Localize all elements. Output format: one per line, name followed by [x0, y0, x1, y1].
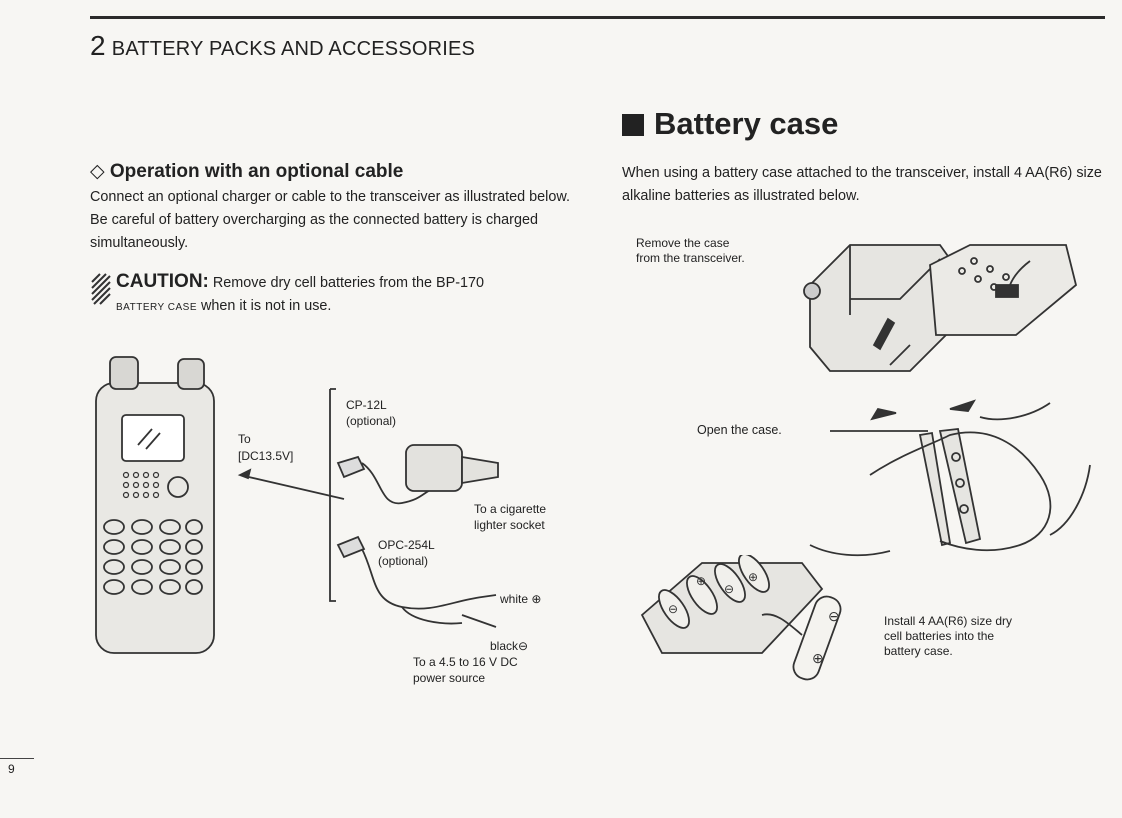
- step3-label: Install 4 AA(R6) size dry cell batteries…: [884, 614, 1012, 659]
- step3-line1: Install 4 AA(R6) size dry: [884, 614, 1013, 628]
- cigarette-label-2: lighter socket: [474, 518, 545, 532]
- page-number-rule: [0, 758, 34, 759]
- install-batteries-illustration: ⊖ ⊕ ⊖ ⊕ ⊖ ⊕: [640, 555, 842, 681]
- step2-label: Open the case.: [697, 423, 782, 437]
- battery-case-heading-text: Battery case: [654, 106, 839, 141]
- open-case-illustration: [809, 399, 1091, 557]
- battery-case-heading: Battery case: [622, 106, 838, 142]
- caution-hatch-icon: [91, 273, 111, 305]
- svg-text:⊖: ⊖: [724, 582, 734, 596]
- step1-line1: Remove the case: [636, 236, 730, 250]
- operation-body: Connect an optional charger or cable to …: [90, 189, 570, 251]
- to-label: To: [238, 432, 251, 446]
- svg-text:⊕: ⊕: [812, 650, 824, 666]
- dc-source-label-2: power source: [413, 671, 485, 685]
- caution-note: CAUTION: Remove dry cell batteries from …: [90, 270, 590, 319]
- step3-line2: cell batteries into the: [884, 629, 995, 643]
- speaker-grill: [122, 471, 160, 499]
- top-rule: [90, 16, 1105, 19]
- cable-connection-diagram: To [DC13.5V] CP-12L (optional) To a ciga…: [95, 356, 546, 685]
- operation-heading: ◇ Operation with an optional cable: [90, 160, 403, 183]
- loose-battery: [792, 595, 842, 681]
- battery-case-intro: When using a battery case attached to th…: [622, 165, 1102, 204]
- battery-cells: [658, 555, 770, 629]
- black-wire-label: black⊖: [490, 639, 528, 653]
- cigarette-adapter: [405, 444, 463, 492]
- caution-smallcaps: BATTERY CASE: [116, 302, 198, 313]
- remove-case-illustration: [803, 244, 1078, 372]
- heading-square-icon: [622, 114, 644, 136]
- dc-source-label-1: To a 4.5 to 16 V DC: [413, 655, 518, 669]
- caution-text-1: Remove dry cell batteries from the BP-17…: [212, 275, 485, 291]
- transceiver-display: [121, 414, 185, 462]
- cable-bracket: [329, 388, 336, 602]
- cigarette-label-1: To a cigarette: [474, 502, 546, 516]
- svg-text:⊖: ⊖: [828, 608, 840, 624]
- operation-heading-text: Operation with an optional cable: [109, 161, 404, 182]
- caution-label: CAUTION:: [116, 271, 209, 292]
- step1-label: Remove the case from the transceiver.: [636, 236, 745, 266]
- svg-text:⊕: ⊕: [696, 574, 706, 588]
- step1-line2: from the transceiver.: [636, 251, 745, 265]
- step3-line3: battery case.: [884, 644, 953, 658]
- caution-text-2: when it is not in use.: [201, 298, 332, 314]
- dc-jack-label: [DC13.5V]: [238, 449, 293, 463]
- opc254l-label: OPC-254L: [378, 538, 435, 552]
- svg-text:⊖: ⊖: [668, 602, 678, 616]
- svg-text:⊕: ⊕: [748, 570, 758, 584]
- cp12l-label: CP-12L: [346, 398, 387, 412]
- diamond-icon: ◇: [90, 161, 105, 182]
- chapter-title: BATTERY PACKS AND ACCESSORIES: [111, 38, 476, 60]
- cp12l-optional: (optional): [346, 414, 396, 428]
- volume-knob: [177, 358, 205, 390]
- white-wire-label: white ⊕: [499, 592, 541, 606]
- transceiver-keypad: [103, 519, 203, 595]
- chapter-number: 2: [90, 30, 106, 61]
- page-number: 9: [8, 762, 15, 776]
- antenna-connector: [109, 356, 139, 390]
- opc254l-optional: (optional): [378, 554, 428, 568]
